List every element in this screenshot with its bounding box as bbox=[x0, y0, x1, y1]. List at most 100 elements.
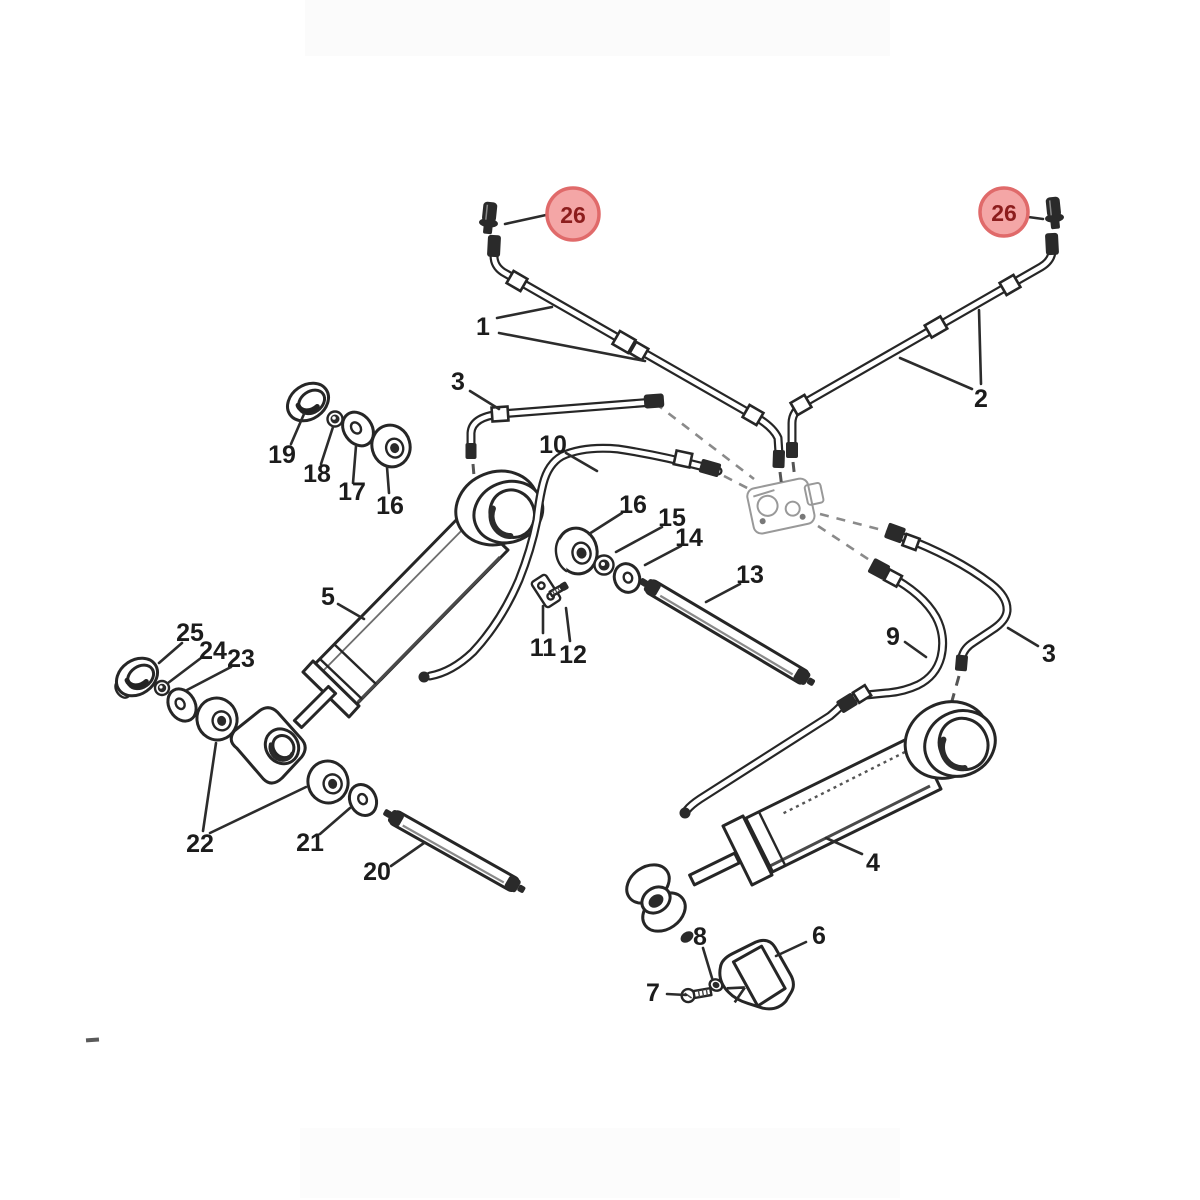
flare-nut bbox=[836, 693, 858, 713]
flare-nut bbox=[1045, 232, 1059, 256]
hydraulic-line-3-left bbox=[465, 393, 665, 459]
flare-nut bbox=[868, 558, 890, 580]
screw-7 bbox=[680, 986, 713, 1004]
part-label-8: 8 bbox=[693, 923, 707, 951]
part-label-17: 17 bbox=[338, 478, 366, 506]
hose-end bbox=[418, 671, 430, 683]
cylinder-5-head-eye bbox=[454, 469, 545, 547]
washer-23 bbox=[166, 687, 198, 723]
part-label-15: 15 bbox=[658, 504, 686, 532]
leader-line-17 bbox=[351, 444, 358, 485]
flare-nut bbox=[643, 393, 665, 409]
leader-line-24 bbox=[166, 656, 203, 685]
part-label-5: 5 bbox=[321, 583, 335, 611]
highlight-circle-26-right[interactable]: 26 bbox=[978, 186, 1030, 238]
dash-manifold-to-line-9 bbox=[817, 524, 872, 563]
part-label-2: 2 bbox=[974, 385, 988, 413]
manifold-valve bbox=[746, 477, 825, 535]
leader-line-20 bbox=[389, 841, 426, 868]
bleed-screw-26-right bbox=[1045, 196, 1064, 230]
hydraulic-line-3-right bbox=[884, 522, 1012, 672]
leader-line-10 bbox=[564, 451, 599, 473]
part-label-16-mid: 16 bbox=[619, 491, 647, 519]
leader-lines-layer bbox=[157, 213, 1045, 997]
dash-fitting-2 bbox=[791, 461, 797, 481]
clamp-6 bbox=[718, 938, 795, 1011]
highlighted-part-number: 26 bbox=[991, 200, 1017, 226]
trim-cylinder-5 bbox=[292, 469, 545, 729]
cap-19 bbox=[286, 381, 330, 423]
highlight-circles-layer: 26 26 bbox=[545, 186, 1030, 242]
highlight-circle-shape[interactable] bbox=[978, 186, 1030, 238]
hydraulic-line-2 bbox=[786, 232, 1059, 458]
trim-cylinder-4 bbox=[625, 700, 997, 943]
leader-line-14 bbox=[643, 544, 683, 567]
leader-line-18 bbox=[319, 425, 335, 466]
leader-line-16-mid bbox=[587, 511, 624, 536]
cylinder-5-end-cap bbox=[229, 706, 307, 785]
part-label-7: 7 bbox=[646, 979, 660, 1007]
bushing-16-center bbox=[554, 526, 599, 576]
washer-17 bbox=[341, 410, 375, 448]
cylinder-4-band bbox=[757, 811, 787, 866]
cylinder-4-clevis bbox=[625, 863, 694, 943]
shaft-13 bbox=[639, 578, 815, 686]
leader-line-16-left bbox=[385, 465, 391, 495]
part-label-9: 9 bbox=[886, 623, 900, 651]
part-label-18: 18 bbox=[303, 460, 331, 488]
dash-fitting-1 bbox=[778, 471, 784, 489]
bushing-16-left bbox=[370, 423, 412, 469]
highlighted-part-number: 26 bbox=[560, 202, 586, 228]
part-label-6: 6 bbox=[812, 922, 826, 950]
leader-line-21 bbox=[318, 806, 352, 836]
part-label-20: 20 bbox=[363, 858, 391, 886]
ball-18 bbox=[326, 410, 344, 428]
cylinder-4-head-eye bbox=[903, 700, 997, 780]
leader-line-22 bbox=[208, 785, 308, 835]
hydraulic-line-1 bbox=[487, 234, 785, 469]
highlight-circle-26-left[interactable]: 26 bbox=[545, 186, 601, 242]
washer-21 bbox=[347, 782, 379, 818]
leader-line-15 bbox=[614, 525, 664, 554]
hose-end bbox=[679, 807, 691, 819]
part-label-11: 11 bbox=[530, 634, 557, 662]
part-label-25: 25 bbox=[176, 619, 204, 647]
flare-nut bbox=[786, 442, 798, 458]
leader-line-13 bbox=[704, 582, 742, 604]
bushing-22a bbox=[195, 696, 239, 742]
leader-line-22 bbox=[201, 741, 218, 833]
leader-line-26-left bbox=[503, 213, 548, 226]
cap-25 bbox=[114, 656, 159, 699]
leader-line-3-left bbox=[468, 389, 501, 411]
leader-line-2 bbox=[977, 308, 983, 386]
part-label-10: 10 bbox=[539, 431, 567, 459]
leader-line-1 bbox=[497, 331, 647, 363]
screw-12 bbox=[548, 581, 569, 598]
part-label-14: 14 bbox=[675, 524, 703, 552]
part-label-19: 19 bbox=[268, 441, 296, 469]
ring-15 bbox=[593, 554, 615, 576]
leader-line-1 bbox=[495, 305, 554, 320]
ink-speck bbox=[85, 1037, 100, 1043]
leader-line-6 bbox=[774, 940, 808, 958]
part-label-3-right: 3 bbox=[1042, 640, 1056, 668]
dash-line-10-to-manifold bbox=[723, 474, 754, 493]
part-label-13: 13 bbox=[736, 561, 764, 589]
dash-line-3-to-manifold bbox=[654, 401, 755, 481]
part-label-21: 21 bbox=[296, 829, 324, 857]
flare-nut bbox=[465, 443, 477, 459]
flare-nut bbox=[698, 458, 722, 478]
highlight-circle-shape[interactable] bbox=[545, 186, 601, 242]
cylinder-5-piston-rod bbox=[292, 685, 338, 729]
leader-line-19 bbox=[289, 412, 306, 446]
leader-line-8 bbox=[701, 946, 714, 980]
leader-line-12 bbox=[564, 606, 572, 643]
hydraulic-line-10 bbox=[418, 443, 723, 683]
cylinder-5-band bbox=[333, 643, 377, 685]
ball-24 bbox=[153, 679, 171, 697]
leader-line-4 bbox=[824, 836, 864, 856]
part-label-12: 12 bbox=[559, 641, 587, 669]
